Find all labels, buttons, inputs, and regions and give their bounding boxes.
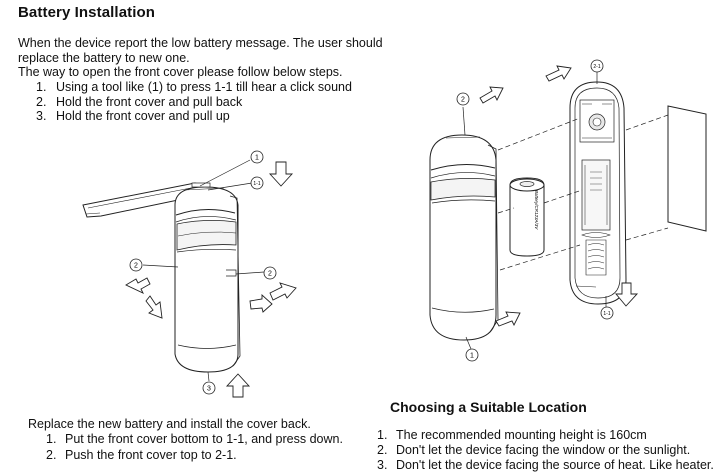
callout-lines bbox=[462, 72, 607, 350]
detector-back-icon bbox=[569, 81, 627, 305]
location-item: 3. Don't let the device facing the source… bbox=[377, 458, 714, 473]
detector-device-icon bbox=[174, 182, 241, 373]
step-text: Hold the front cover and pull back bbox=[56, 94, 243, 109]
location-item: 2. Don't let the device facing the window… bbox=[377, 443, 714, 458]
callout-2-1: 2-1 bbox=[590, 59, 604, 73]
callout-2: 2 bbox=[456, 92, 470, 106]
arrow-down-icon bbox=[268, 161, 294, 187]
replace-steps: 1. Put the front cover bottom to 1-1, and… bbox=[46, 432, 343, 463]
step-number: 1. bbox=[36, 80, 47, 94]
item-number: 2. bbox=[377, 443, 388, 457]
callout-label: 1 bbox=[255, 155, 259, 162]
arrow-diagonal-icon bbox=[249, 293, 273, 313]
callout-3: 3 bbox=[202, 381, 216, 395]
intro-line: replace the battery to new one. bbox=[18, 50, 190, 65]
callout-1-1: 1-1 bbox=[250, 176, 264, 190]
step-text: Push the front cover top to 2-1. bbox=[65, 447, 237, 462]
callout-label: 2-1 bbox=[593, 64, 600, 70]
page-title: Battery Installation bbox=[18, 4, 156, 21]
arrow-up-icon bbox=[225, 373, 251, 398]
intro-line: The way to open the front cover please f… bbox=[18, 65, 343, 80]
step-text: Put the front cover bottom to 1-1, and p… bbox=[65, 432, 343, 447]
step-number: 2. bbox=[36, 94, 47, 109]
item-text: Don't let the device facing the window o… bbox=[396, 443, 691, 457]
location-title: Choosing a Suitable Location bbox=[390, 399, 587, 415]
location-item: 1. The recommended mounting height is 160… bbox=[377, 428, 714, 443]
step-number: 3. bbox=[36, 109, 47, 124]
arrow-diagonal-icon bbox=[269, 282, 297, 301]
alignment-lines bbox=[497, 114, 669, 271]
callout-lines bbox=[142, 159, 265, 382]
step-text: Using a tool like (1) to press 1-1 till … bbox=[56, 80, 352, 94]
open-step: 2. Hold the front cover and pull back bbox=[18, 95, 352, 110]
open-step: 1. Using a tool like (1) to press 1-1 til… bbox=[18, 80, 352, 95]
callout-2-right: 2 bbox=[263, 266, 277, 280]
callout-label: 1-1 bbox=[253, 181, 260, 187]
detector-device-icon bbox=[429, 134, 499, 341]
item-number: 3. bbox=[377, 458, 388, 472]
wall-icon bbox=[667, 105, 707, 232]
open-cover-steps: 1. Using a tool like (1) to press 1-1 til… bbox=[18, 80, 352, 124]
arrow-diagonal-icon bbox=[545, 65, 572, 82]
arrow-diagonal-icon bbox=[479, 86, 504, 104]
step-number: 2. bbox=[46, 447, 57, 462]
replace-step: 2. Push the front cover top to 2-1. bbox=[46, 448, 343, 463]
replace-section: Replace the new battery and install the … bbox=[28, 417, 343, 463]
callout-label: 1-1 bbox=[603, 311, 610, 317]
callout-1-1: 1-1 bbox=[600, 306, 614, 320]
arrow-diagonal-icon bbox=[145, 295, 163, 319]
item-number: 1. bbox=[377, 428, 388, 442]
callout-1: 1 bbox=[465, 348, 479, 362]
battery-icon: Battery/CR123A/3V bbox=[509, 177, 545, 257]
item-text: Don't let the device facing the source o… bbox=[396, 458, 714, 472]
callout-label: 2 bbox=[134, 263, 138, 270]
callout-label: 1 bbox=[470, 353, 474, 360]
arrow-diagonal-icon bbox=[125, 277, 151, 294]
intro-text: When the device report the low battery m… bbox=[18, 36, 428, 80]
open-step: 3. Hold the front cover and pull up bbox=[18, 109, 352, 124]
replace-step: 1. Put the front cover bottom to 1-1, and… bbox=[46, 432, 343, 447]
callout-label: 3 bbox=[207, 386, 211, 393]
replace-heading: Replace the new battery and install the … bbox=[28, 417, 311, 431]
intro-line: When the device report the low battery m… bbox=[18, 36, 383, 50]
callout-label: 2 bbox=[268, 271, 272, 278]
arrow-diagonal-icon bbox=[495, 311, 521, 327]
callout-1: 1 bbox=[250, 150, 264, 164]
battery-label: Battery/CR123A/3V bbox=[534, 190, 539, 230]
callout-label: 2 bbox=[461, 97, 465, 104]
step-number: 1. bbox=[46, 432, 57, 447]
location-list: 1. The recommended mounting height is 160… bbox=[377, 428, 714, 473]
arrow-down-icon bbox=[615, 282, 639, 307]
item-text: The recommended mounting height is 160cm bbox=[396, 428, 647, 442]
callout-2-left: 2 bbox=[129, 258, 143, 272]
step-text: Hold the front cover and pull up bbox=[56, 109, 230, 124]
